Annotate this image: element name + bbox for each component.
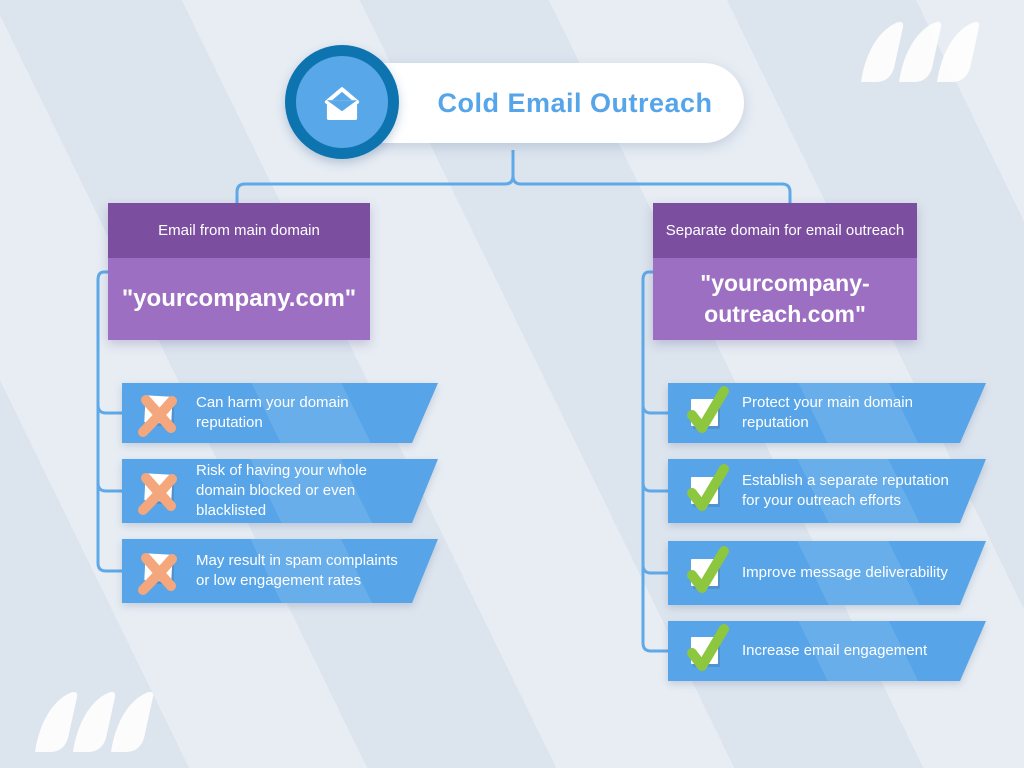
list-item-pro: Protect your main domain reputation [668,383,986,443]
cross-icon [136,388,186,438]
branch-header: Email from main domain [108,203,370,258]
cross-icon [136,546,186,596]
list-item-text: Increase email engagement [742,641,928,659]
list-item-text: Protect your main domain reputation [742,393,913,431]
domain-label: "yourcompany-outreach.com" [653,258,917,340]
list-item-con: May result in spam complaints or low eng… [122,539,438,603]
branch-main-domain: Email from main domain "yourcompany.com" [108,203,370,340]
check-icon [682,388,732,438]
list-item-pro: Establish a separate reputation for your… [668,459,986,523]
cross-icon [136,466,186,516]
list-item-pro: Improve message deliverability [668,541,986,605]
list-item-text: Can harm your domain reputation [196,393,349,431]
domain-label: "yourcompany.com" [108,258,370,340]
page-title: Cold Email Outreach [437,87,713,118]
list-item-text: Improve message deliverability [742,563,948,581]
list-item-con: Risk of having your whole domain blocked… [122,459,438,523]
header-pill: Cold Email Outreach [336,63,744,143]
list-item-text: Risk of having your whole domain blocked… [196,461,367,520]
branch-outreach-domain: Separate domain for email outreach "your… [653,203,917,340]
list-item-pro: Increase email engagement [668,621,986,681]
brand-slashes-icon [35,692,154,752]
envelope-icon [324,87,360,120]
list-item-text: May result in spam complaints or low eng… [196,551,398,589]
email-badge [285,45,399,159]
list-item-con: Can harm your domain reputation [122,383,438,443]
branch-header: Separate domain for email outreach [653,203,917,258]
check-icon [682,548,732,598]
check-icon [682,626,732,676]
brand-slashes-icon [861,22,980,82]
email-badge-inner [296,56,388,148]
list-item-text: Establish a separate reputation for your… [742,471,949,509]
check-icon [682,466,732,516]
